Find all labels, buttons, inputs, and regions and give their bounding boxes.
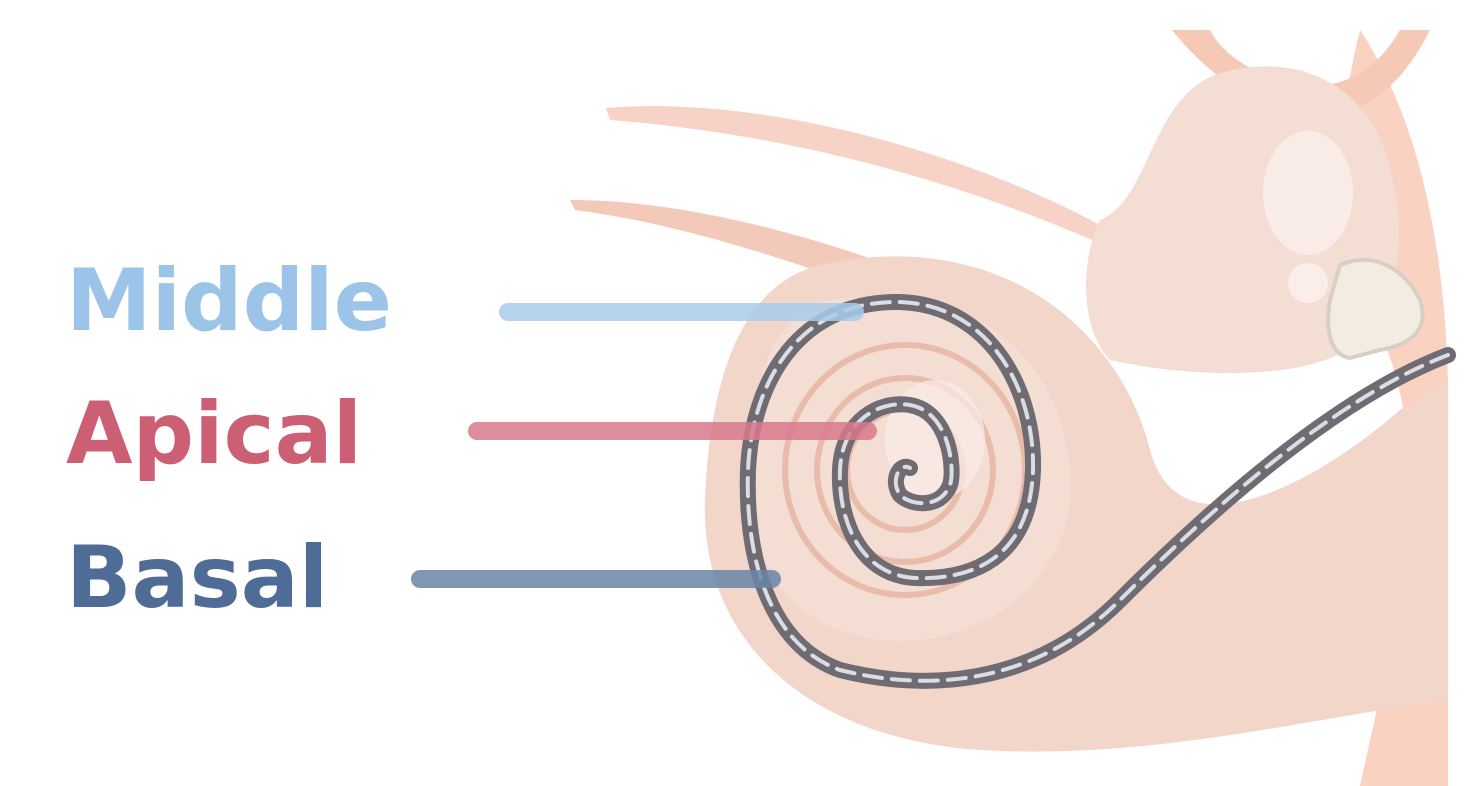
- round-window: [1288, 263, 1328, 303]
- oval-window: [1263, 131, 1353, 255]
- region-labels: Middle Apical Basal: [66, 251, 392, 628]
- apical-label: Apical: [66, 384, 362, 484]
- basal-label: Basal: [66, 528, 328, 628]
- middle-label: Middle: [66, 251, 392, 351]
